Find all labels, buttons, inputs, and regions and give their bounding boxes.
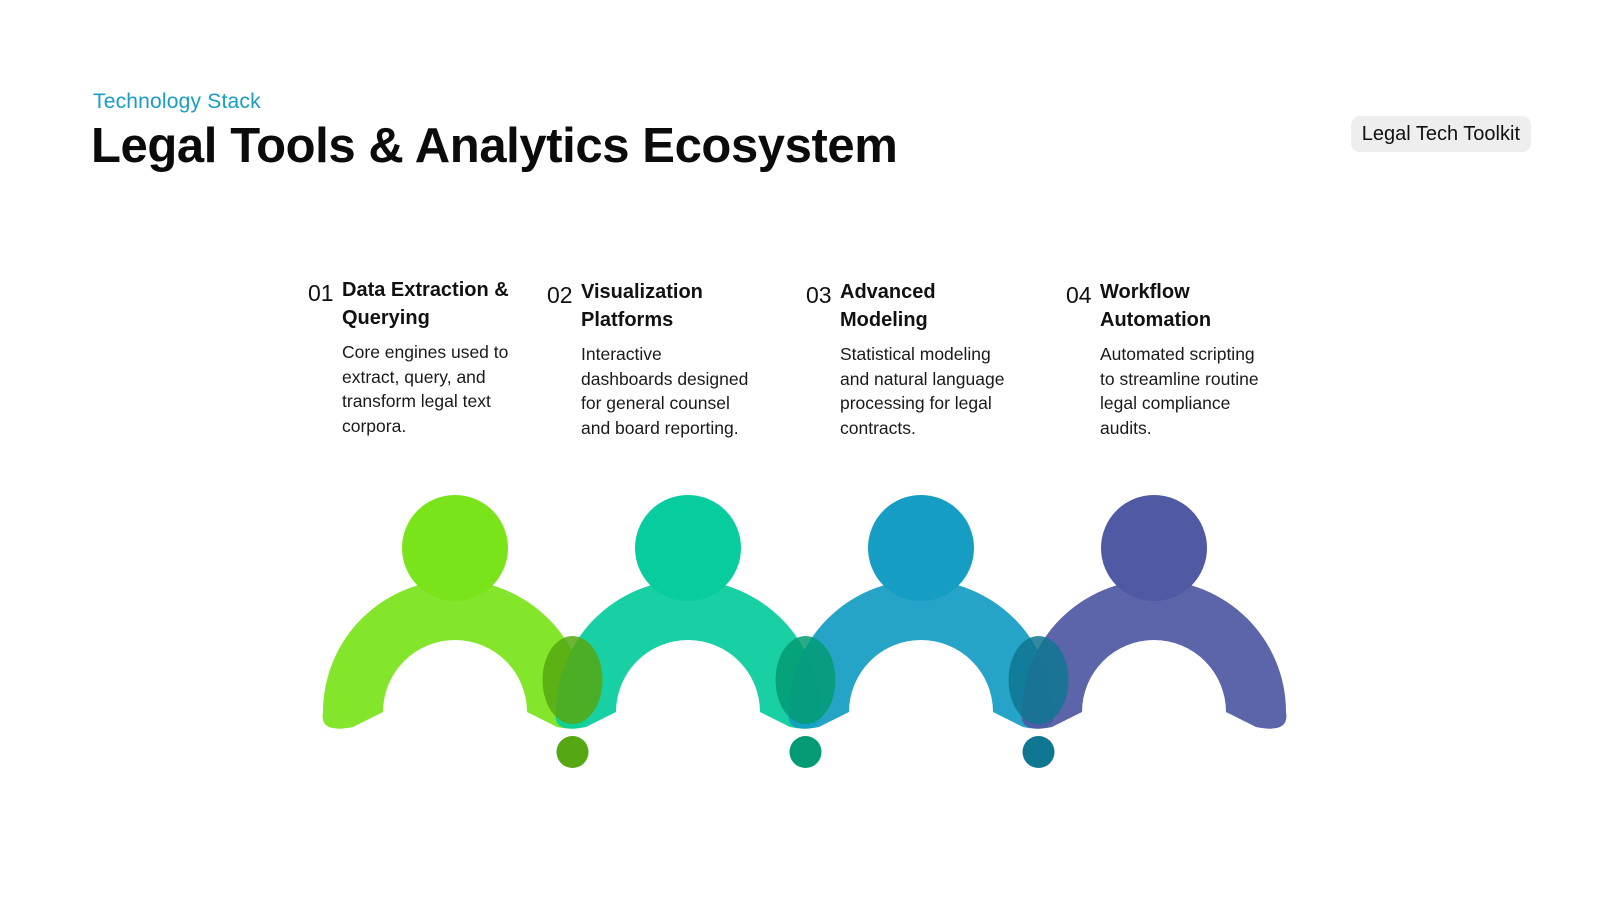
figure-2-head (635, 495, 741, 601)
figure-1-head (402, 495, 508, 601)
step-1-title: Data Extraction & Querying (342, 279, 509, 329)
step-4-number: 04 (1066, 282, 1092, 308)
page-title: Legal Tools & Analytics Ecosystem (91, 119, 898, 173)
step-3-description: Statistical modeling and natural languag… (840, 344, 1005, 438)
connector-dot-3 (1022, 736, 1055, 768)
step-1-description: Core engines used to extract, query, and… (342, 342, 509, 436)
connectors-group (542, 636, 1069, 768)
step-3-number: 03 (806, 282, 832, 308)
connector-dot-1 (556, 736, 589, 768)
figure-3-body (788, 580, 1054, 729)
figure-4-head (1101, 495, 1207, 601)
section-eyebrow: Technology Stack (93, 90, 261, 113)
step-4-title: Workflow Automation (1100, 281, 1212, 331)
figures-group (322, 495, 1287, 729)
overlap-1 (542, 636, 603, 724)
overlap-3 (1008, 636, 1069, 724)
figure-1-body (322, 580, 588, 729)
connector-dot-2 (789, 736, 822, 768)
figure-4-body (1021, 580, 1287, 729)
figure-3-head (868, 495, 974, 601)
step-3-title: Advanced Modeling (840, 281, 936, 331)
toolkit-badge: Legal Tech Toolkit (1350, 116, 1531, 152)
step-2-description: Interactive dashboards designed for gene… (581, 344, 749, 438)
step-1-number: 01 (308, 280, 334, 306)
step-4-description: Automated scripting to streamline routin… (1100, 344, 1259, 438)
step-2-number: 02 (547, 282, 573, 308)
overlap-2 (775, 636, 836, 724)
figure-2-body (555, 580, 821, 729)
step-2-title: Visualization Platforms (581, 281, 703, 331)
